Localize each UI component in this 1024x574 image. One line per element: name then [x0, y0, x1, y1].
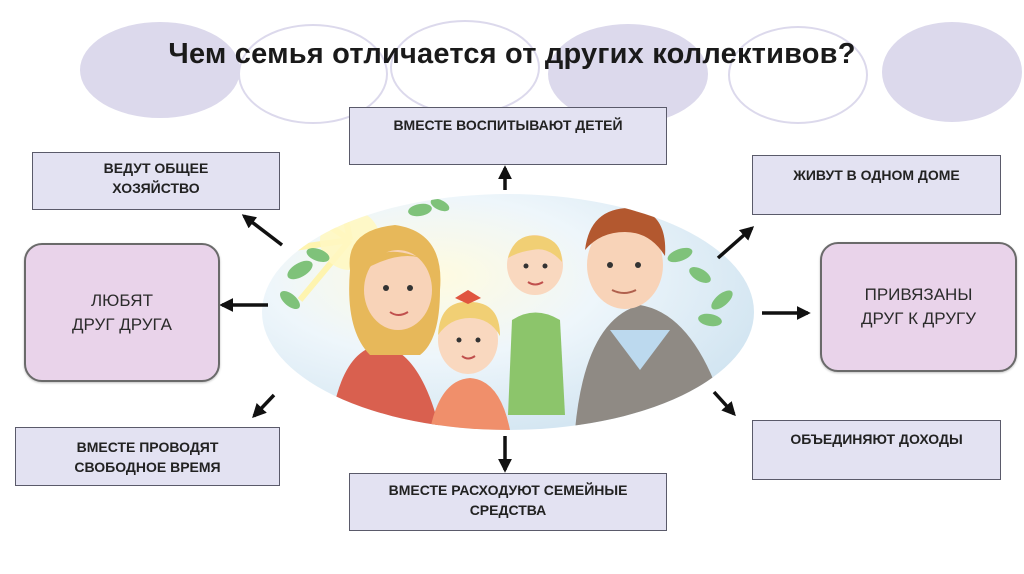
box-raise-children: ВМЕСТЕ ВОСПИТЫВАЮТ ДЕТЕЙ: [349, 107, 667, 165]
pill-love-line2: ДРУГ ДРУГА: [72, 314, 172, 334]
pill-attached-line1: ПРИВЯЗАНЫ: [864, 285, 973, 304]
decor-ellipse-6: [882, 22, 1022, 122]
decor-ellipse-1: [80, 22, 240, 118]
page-title: Чем семья отличается от других коллектив…: [168, 38, 856, 70]
arrow-down-left: [252, 393, 276, 419]
box-incomes-text: ОБЪЕДИНЯЮТ ДОХОДЫ: [790, 431, 963, 447]
pill-love-each-other: ЛЮБЯТ ДРУГ ДРУГА: [24, 243, 220, 382]
decor-ellipse-2: [238, 24, 388, 124]
box-household-line1: ВЕДУТ ОБЩЕЕ: [103, 160, 209, 176]
arrow-down-right: [712, 390, 736, 417]
box-family-funds: ВМЕСТЕ РАСХОДУЮТ СЕМЕЙНЫЕ СРЕДСТВА: [349, 473, 667, 531]
box-free-time-line1: ВМЕСТЕ ПРОВОДЯТ: [76, 439, 219, 455]
pill-love-line1: ЛЮБЯТ: [91, 290, 153, 310]
pill-attached-to-each-other: ПРИВЯЗАНЫ ДРУГ К ДРУГУ: [820, 242, 1017, 372]
box-free-time: ВМЕСТЕ ПРОВОДЯТ СВОБОДНОЕ ВРЕМЯ: [15, 427, 280, 486]
girl-figure: [430, 290, 510, 430]
box-household: ВЕДУТ ОБЩЕЕ ХОЗЯЙСТВО: [32, 152, 280, 210]
leaves: [280, 198, 733, 327]
box-one-house-text: ЖИВУТ В ОДНОМ ДОМЕ: [793, 167, 960, 183]
box-raise-children-text: ВМЕСТЕ ВОСПИТЫВАЮТ ДЕТЕЙ: [393, 117, 623, 133]
box-free-time-line2: СВОБОДНОЕ ВРЕМЯ: [74, 459, 221, 475]
arrows: [219, 165, 811, 473]
arrow-up-left: [241, 214, 284, 247]
box-household-line2: ХОЗЯЙСТВО: [112, 180, 200, 196]
baby-figure: [507, 235, 565, 415]
box-family-funds-line1: ВМЕСТЕ РАСХОДУЮТ СЕМЕЙНЫЕ: [388, 482, 628, 498]
pill-attached-line2: ДРУГ К ДРУГУ: [860, 309, 977, 328]
box-one-house: ЖИВУТ В ОДНОМ ДОМЕ: [752, 155, 1001, 215]
box-family-funds-line2: СРЕДСТВА: [469, 502, 547, 518]
family-illustration: [262, 194, 754, 430]
box-incomes: ОБЪЕДИНЯЮТ ДОХОДЫ: [752, 420, 1001, 480]
decor-ellipse-5: [728, 26, 868, 124]
arrow-up-right: [716, 226, 755, 260]
